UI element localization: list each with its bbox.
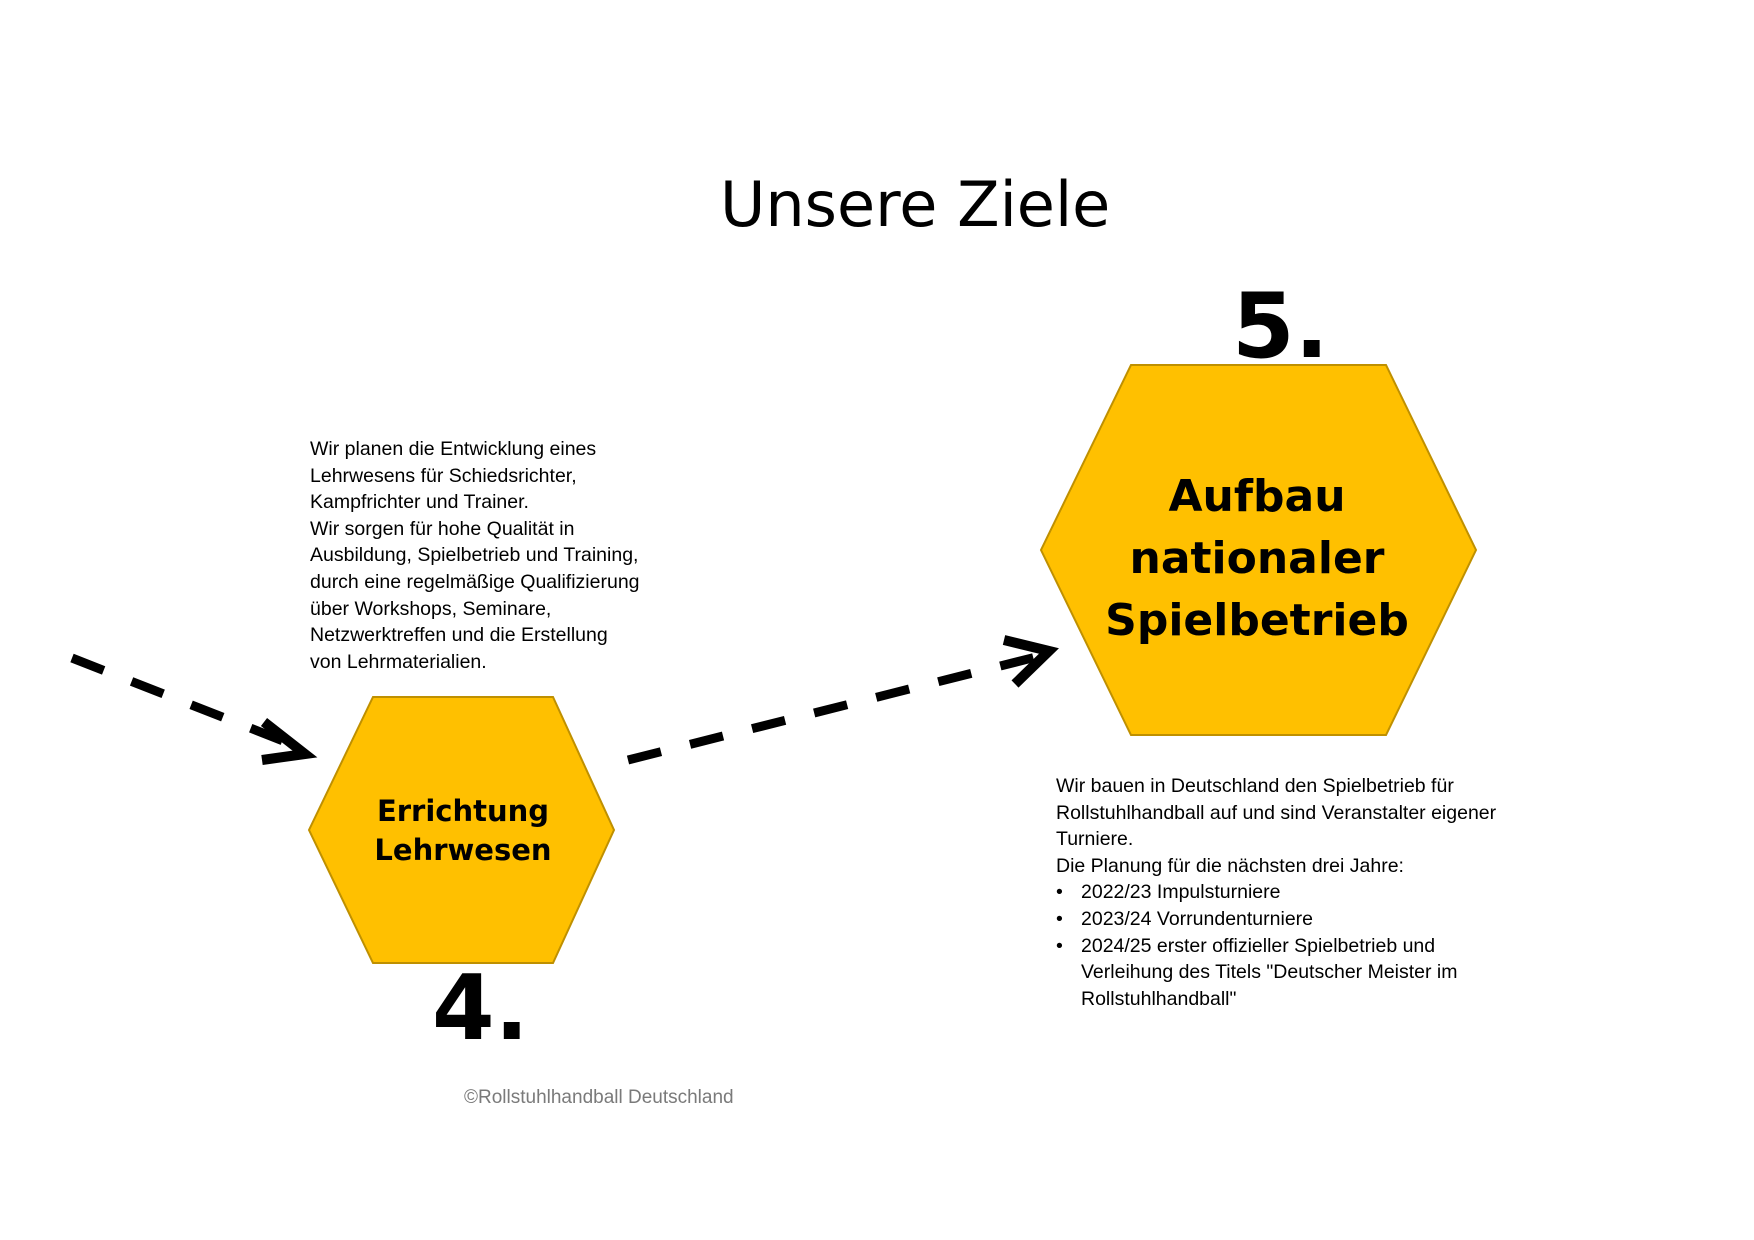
plan-list: 2022/23 Impulsturniere 2023/24 Vorrunden… — [1056, 879, 1496, 1012]
incoming-arrow-shaft — [70, 653, 298, 751]
connector-arrow-head — [1002, 635, 1059, 688]
connector-arrow-shaft — [626, 651, 1042, 765]
hexagon-label-line: Errichtung — [376, 794, 550, 828]
plan-item: 2024/25 erster offizieller Spielbetrieb … — [1056, 933, 1496, 1013]
hexagon-label-line: Lehrwesen — [374, 833, 552, 867]
description-step-4: Wir planen die Entwicklung eines Lehrwes… — [310, 436, 640, 675]
plan-item: 2022/23 Impulsturniere — [1056, 879, 1496, 906]
description-line: von Lehrmaterialien. — [310, 650, 487, 673]
step-number-5: 5. — [1232, 274, 1329, 379]
description-line: Turniere. — [1056, 828, 1134, 851]
incoming-arrow-head — [260, 718, 318, 765]
plan-item-line: Rollstuhlhandball" — [1081, 987, 1237, 1010]
description-line: Rollstuhlhandball auf und sind Veranstal… — [1056, 801, 1497, 824]
plan-item-line: 2022/23 Impulsturniere — [1081, 881, 1281, 904]
hexagon-label-step-5: Aufbau nationaler Spielbetrieb — [1062, 466, 1452, 652]
description-line: Netzwerktreffen und die Erstellung — [310, 624, 608, 647]
plan-item-line: 2024/25 erster offizieller Spielbetrieb … — [1081, 934, 1436, 957]
copyright-notice: ©Rollstuhlhandball Deutschland — [464, 1087, 734, 1108]
description-line: Ausbildung, Spielbetrieb und Training, — [310, 544, 639, 567]
description-line: Die Planung für die nächsten drei Jahre: — [1056, 854, 1404, 877]
description-line: über Workshops, Seminare, — [310, 597, 552, 620]
plan-item: 2023/24 Vorrundenturniere — [1056, 906, 1496, 933]
step-number-4: 4. — [432, 956, 529, 1061]
hexagon-label-line: Spielbetrieb — [1105, 595, 1409, 646]
hexagon-step-5 — [1039, 364, 1478, 736]
description-line: Wir sorgen für hohe Qualität in — [310, 517, 575, 540]
hexagon-label-line: nationaler — [1129, 533, 1385, 584]
hexagon-label-step-4: Errichtung Lehrwesen — [309, 792, 617, 870]
description-line: durch eine regelmäßige Qualifizierung — [310, 570, 640, 593]
connector-arrow — [626, 635, 1059, 765]
description-line: Kampfrichter und Trainer. — [310, 491, 529, 514]
plan-item-line: 2023/24 Vorrundenturniere — [1081, 907, 1314, 930]
description-line: Lehrwesens für Schiedsrichter, — [310, 464, 577, 487]
plan-item-line: Verleihung des Titels "Deutscher Meister… — [1081, 961, 1458, 984]
description-step-5: Wir bauen in Deutschland den Spielbetrie… — [1056, 773, 1496, 1012]
page-title: Unsere Ziele — [720, 168, 1111, 241]
incoming-arrow — [70, 653, 318, 765]
hexagon-step-4 — [307, 696, 616, 964]
hexagon-label-line: Aufbau — [1168, 471, 1346, 522]
description-line: Wir planen die Entwicklung eines — [310, 438, 597, 460]
description-line: Wir bauen in Deutschland den Spielbetrie… — [1056, 775, 1454, 797]
